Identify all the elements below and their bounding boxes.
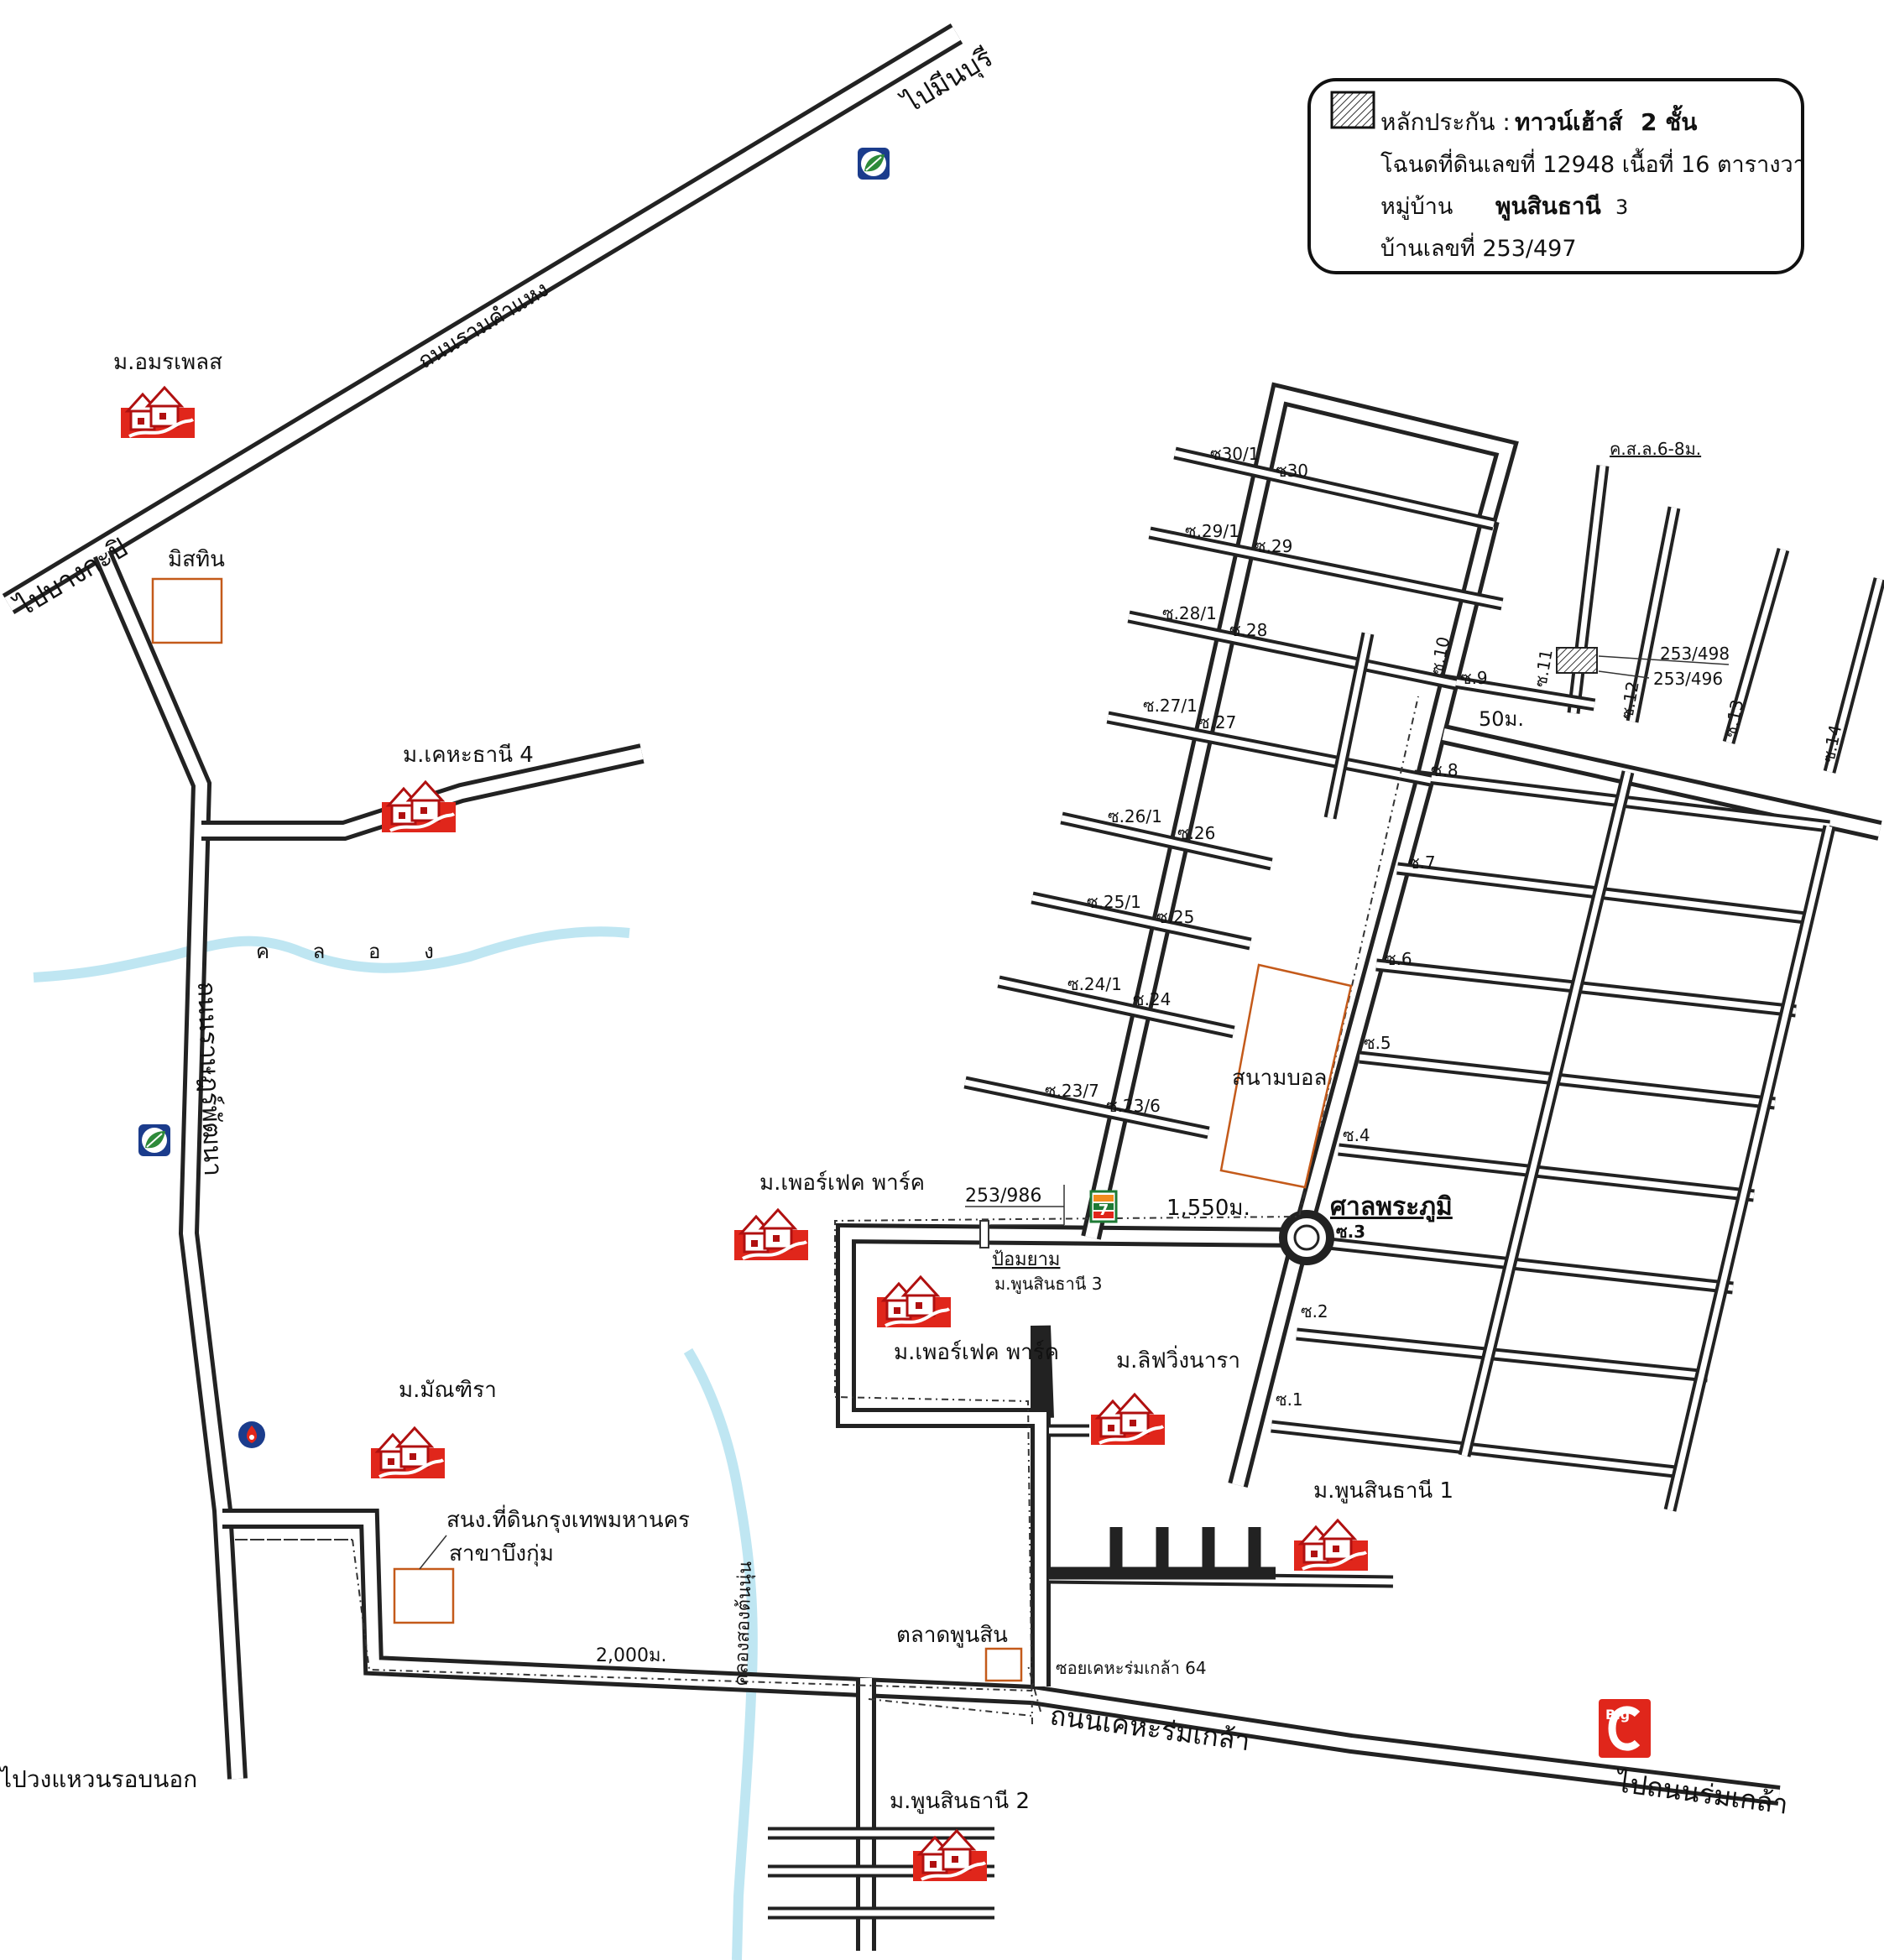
legend-village-prefix: หมู่บ้าน [1380, 194, 1453, 220]
legend-village-num: 3 [1615, 195, 1628, 219]
soi-26-1: ซ.26/1 [1108, 806, 1162, 826]
soi-23-6: ซ.23/6 [1106, 1096, 1161, 1116]
soi-24: ซ.24 [1133, 989, 1171, 1009]
village-icon-manthira [369, 1426, 446, 1480]
soi-9: ซ.9 [1460, 668, 1488, 688]
poonsin-2-label: ม.พูนสินธานี 2 [890, 1789, 1030, 1814]
seven-eleven-logo: 7 [1089, 1190, 1118, 1223]
village-icon-perfect-park-north [733, 1208, 810, 1262]
legend-village-name: พูนสินธานี [1495, 192, 1601, 221]
soi-30: ซ30 [1276, 461, 1308, 481]
canal-width-label: ค.ส.ล.6-8ม. [1610, 439, 1701, 459]
soi-25: ซ.25 [1156, 907, 1194, 927]
legend-title-floors: 2 ชั้น [1641, 104, 1697, 136]
misathin-label: มิสทิน [168, 547, 225, 572]
poonsin-1-roads [1048, 1424, 1394, 1588]
to-ring-road-label: ไปวงแหวนรอบนอก [0, 1765, 197, 1793]
village-icon-amorn-place [119, 386, 196, 440]
roundabout [1279, 1210, 1334, 1265]
village-icon-poonsin-1 [1292, 1519, 1370, 1572]
land-office-label-2: สาขาบึงกุ่ม [449, 1541, 554, 1566]
svg-text:Big: Big [1605, 1707, 1630, 1723]
soi-13: ซ.13 [1720, 698, 1747, 739]
legend-title-prefix: หลักประกัน : [1380, 108, 1511, 136]
guard-post [979, 1220, 989, 1248]
rat-phatthana-road [92, 550, 248, 1780]
soi-29: ซ.29 [1255, 536, 1292, 556]
legend-house-line: บ้านเลขที่ 253/497 [1380, 232, 1577, 262]
soi-11: ซ.11 [1530, 648, 1557, 689]
soi-14: ซ.14 [1818, 723, 1845, 764]
soi-29-1: ซ.29/1 [1185, 521, 1239, 541]
soi-6: ซ.6 [1385, 949, 1412, 969]
distance-1550: 1,550ม. [1166, 1196, 1250, 1221]
house-986-label: 253/986 [965, 1186, 1041, 1207]
gas-station-icon [238, 1421, 265, 1448]
distance-2000: 2,000ม. [596, 1645, 666, 1666]
ramkhamhaeng-road [2, 23, 963, 614]
poonsin-market-box [984, 1647, 1023, 1682]
perfect-park-loop-road [836, 1222, 1302, 1674]
klong-song-ton-nun-label: คลองสองต้นนุ่น [731, 1561, 756, 1686]
manthira-label: ม.มัณฑิรา [399, 1378, 497, 1403]
soi-2: ซ.2 [1301, 1301, 1328, 1321]
poonsin-3-grid [963, 382, 1884, 1512]
amorn-place-label: ม.อมรเพลส [113, 350, 222, 375]
soi-4: ซ.4 [1343, 1125, 1370, 1145]
soi-23-7: ซ.23/7 [1045, 1081, 1099, 1101]
poonsin-market-label: ตลาดพูนสิน [896, 1623, 1008, 1648]
shrine-label: ศาลพระภูมิ [1330, 1192, 1453, 1222]
collateral-hatch [1556, 647, 1598, 674]
village-icon-perfect-park [875, 1275, 952, 1329]
village-icon-living-nara [1089, 1393, 1166, 1447]
fuel-station-icon-north [857, 147, 890, 180]
klong-label: ค ล อ ง [256, 940, 452, 963]
perfect-park-label: ม.เพอร์เฟค พาร์ค [894, 1340, 1059, 1365]
klong-canal [33, 926, 630, 983]
route-line-south [235, 1539, 1041, 1717]
poonsin-2-road [768, 1678, 994, 1951]
ramkhamhaeng-label: ถนนรามคำแหง [414, 277, 553, 374]
soi-28-1: ซ.28/1 [1162, 603, 1217, 623]
football-field-label: สนามบอล [1232, 1066, 1327, 1091]
legend-deed-line: โฉนดที่ดินเลขที่ 12948 เนื้อที่ 16 ตาราง… [1380, 148, 1806, 178]
rat-phatthana-label: ถนนราษฎร์พัฒนา [191, 981, 227, 1176]
collateral-legend: หลักประกัน : ทาวน์เฮ้าส์ 2 ชั้น โฉนดที่ด… [1307, 78, 1806, 274]
land-office-label-1: สนง.ที่ดินกรุงเทพมหานคร [446, 1504, 690, 1533]
svg-text:7: 7 [1099, 1202, 1109, 1219]
soi-5: ซ.5 [1364, 1033, 1391, 1053]
to-romklao-label: ไปถนนร่มเกล้า [1612, 1766, 1790, 1821]
soi-8: ซ.8 [1431, 760, 1459, 780]
soi-7: ซ.7 [1408, 852, 1436, 873]
klong-song-ton-nun-canal [683, 1348, 758, 1960]
distance-50: 50ม. [1479, 707, 1524, 731]
land-office-box [393, 1567, 455, 1624]
soi-26: ซ.26 [1177, 823, 1215, 843]
big-c-logo: Big [1599, 1699, 1651, 1758]
soi-24-1: ซ.24/1 [1067, 974, 1122, 994]
soi-30-1: ซ30/1 [1210, 444, 1260, 464]
legend-title-type: ทาวน์เฮ้าส์ [1515, 108, 1623, 136]
fuel-station-icon-west [138, 1123, 171, 1157]
soi-kheha-64-label: ซอยเคหะร่มเกล้า 64 [1056, 1658, 1207, 1678]
guard-post-village-label: ม.พูนสินธานี 3 [994, 1274, 1102, 1295]
soi-27-1: ซ.27/1 [1143, 696, 1198, 716]
soi-25-1: ซ.25/1 [1087, 892, 1141, 912]
poonsin-1-label: ม.พูนสินธานี 1 [1313, 1478, 1453, 1504]
football-field-box [1219, 963, 1353, 1189]
perfect-park-north-label: ม.เพอร์เฟค พาร์ค [759, 1170, 925, 1196]
soi-3: ซ.3 [1336, 1222, 1365, 1242]
soi-27: ซ.27 [1198, 712, 1236, 732]
kheha-thani-4-label: ม.เคหะธานี 4 [403, 743, 534, 768]
soi-1: ซ.1 [1276, 1389, 1303, 1410]
misathin-box [151, 577, 223, 644]
soi-28: ซ.28 [1229, 620, 1267, 640]
guard-post-label: ป้อมยาม [992, 1249, 1060, 1270]
living-nara-label: ม.ลิฟวิ่งนารา [1116, 1345, 1240, 1374]
house-496-label: 253/496 [1653, 669, 1723, 689]
